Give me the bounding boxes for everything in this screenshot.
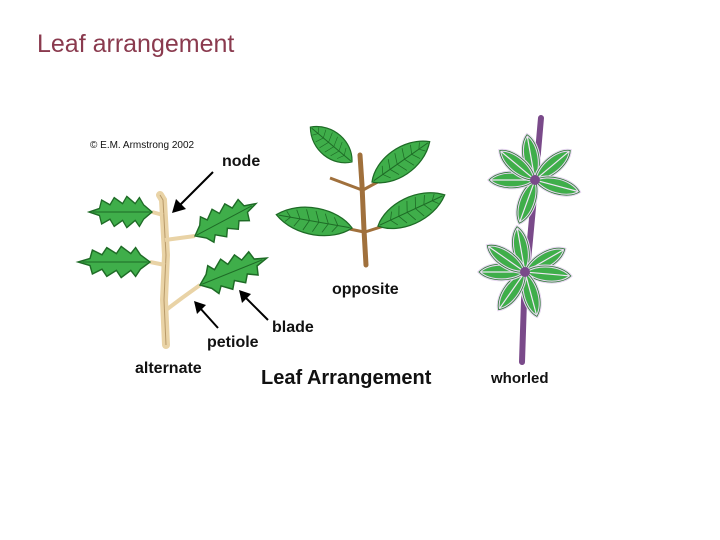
label-petiole: petiole (207, 334, 259, 351)
opposite-leaf (301, 116, 361, 173)
label-whorled: whorled (490, 370, 549, 387)
alternate-leaf (186, 189, 264, 251)
node-arrow (172, 171, 214, 213)
opposite-leaf (371, 182, 452, 239)
whorl-leaf (531, 170, 583, 202)
annotation-arrows (172, 171, 269, 329)
blade-arrow (239, 290, 269, 321)
alternate-plant (77, 189, 274, 349)
petiole-arrow (194, 301, 219, 329)
figure-caption: Leaf Arrangement (261, 367, 432, 389)
alternate-leaf (77, 245, 151, 279)
copyright-text: © E.M. Armstrong 2002 (90, 140, 195, 151)
opposite-leaf (273, 200, 356, 242)
alternate-leaf (193, 242, 274, 301)
whorled-plant (477, 115, 583, 365)
label-alternate: alternate (135, 360, 202, 377)
copyright-mark: © E.M. Armstrong 2002 (90, 140, 195, 151)
label-blade: blade (272, 319, 314, 336)
label-node: node (222, 153, 260, 170)
slide-title: Leaf arrangement (37, 30, 235, 58)
label-opposite: opposite (332, 281, 399, 298)
opposite-plant (273, 116, 452, 268)
alternate-leaf (88, 195, 153, 229)
